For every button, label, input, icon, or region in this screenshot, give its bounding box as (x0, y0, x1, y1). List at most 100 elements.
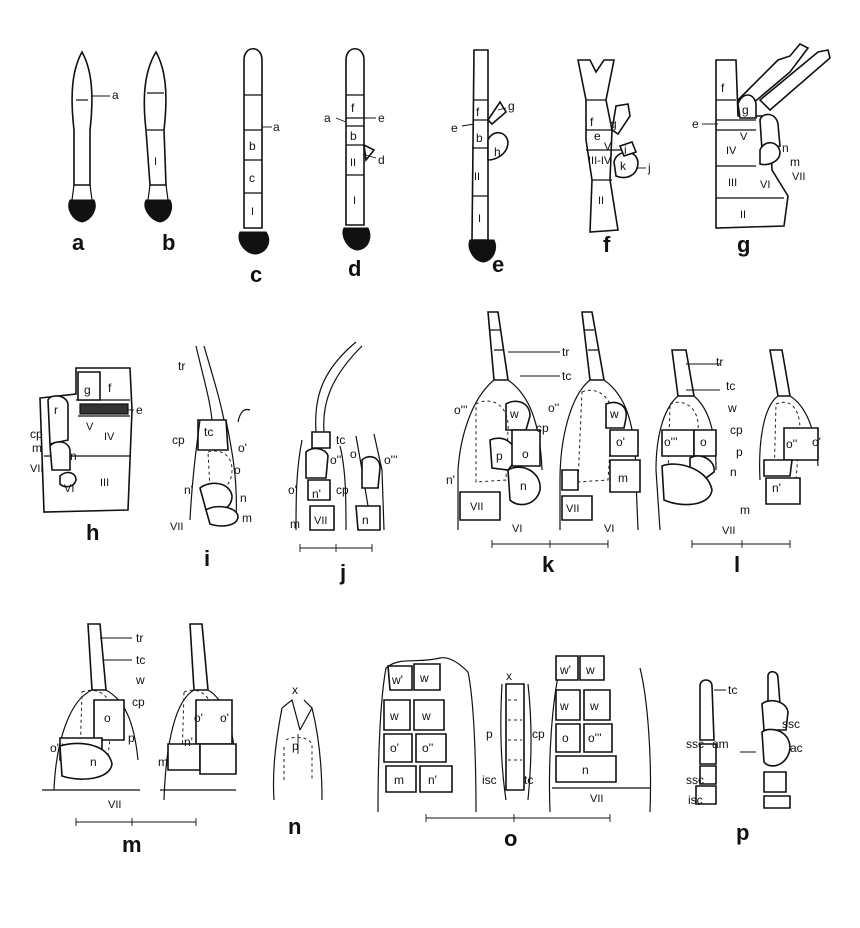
label-d-I: I (353, 195, 356, 207)
label-i-m: m (242, 511, 252, 525)
label-o-n': n' (428, 773, 437, 787)
label-k-m: m (618, 471, 628, 485)
label-h-g: g (84, 383, 91, 397)
label-o-o''': o''' (588, 731, 602, 745)
label-o-w-6: w (589, 699, 599, 713)
panel-label-n: n (288, 814, 301, 839)
panel-label-l: l (734, 552, 740, 577)
label-h-IV: IV (104, 431, 115, 443)
panel-label-k: k (542, 552, 555, 577)
label-j-m: m (290, 517, 300, 531)
panel-i: tr cp tc o' o n' n m VII i (170, 345, 252, 571)
label-g-e: e (692, 117, 699, 131)
label-m-n': n' (184, 735, 193, 749)
label-p-ac: ac (790, 741, 803, 755)
label-m-o': o' (194, 711, 203, 725)
label-o-o: o (562, 731, 569, 745)
panel-j: tc o'' o o''' o' cp n' m VII n j (288, 341, 398, 585)
label-k-cp: cp (536, 421, 549, 435)
label-l-m: m (740, 503, 750, 517)
label-p-isc: isc (688, 793, 703, 807)
label-k-p: p (496, 449, 503, 463)
label-l-o: o (700, 435, 707, 449)
label-g-VI: VI (760, 179, 770, 191)
label-o-w'-2: w' (559, 663, 571, 677)
label-f-j: j (647, 161, 651, 175)
panel-label-b: b (162, 230, 175, 255)
label-f-g: g (610, 117, 617, 131)
label-d-II: II (350, 157, 356, 169)
label-g-f: f (721, 81, 725, 95)
label-n-p: p (292, 739, 299, 753)
label-h-III: III (100, 477, 109, 489)
panel-n: x p n (272, 683, 323, 839)
label-m-tr: tr (136, 631, 143, 645)
label-k-n': n' (446, 473, 455, 487)
panel-label-o: o (504, 826, 517, 851)
label-o-p: p (486, 727, 493, 741)
label-h-VII: VII (30, 463, 43, 475)
label-o-cp: cp (532, 727, 545, 741)
label-m-m: m (158, 755, 168, 769)
label-d-a: a (324, 111, 331, 125)
label-g-m: m (790, 155, 800, 169)
label-i-VII: VII (170, 521, 183, 533)
label-m-p: p (128, 731, 135, 745)
panel-c: a b c I c (238, 47, 280, 287)
panel-o: w' w w w o' o'' m n' x p cp isc tc w' w … (377, 655, 652, 851)
panel-label-m: m (122, 832, 142, 857)
label-c-I: I (251, 206, 254, 218)
label-j-o'': o'' (330, 453, 341, 467)
label-d-f: f (351, 101, 355, 115)
label-k-VII-2: VII (566, 503, 579, 515)
label-l-n': n' (772, 481, 781, 495)
label-b-I: I (154, 156, 157, 168)
label-o-VII: VII (590, 793, 603, 805)
label-d-b: b (350, 129, 357, 143)
label-g-II: II (740, 209, 746, 221)
label-o-x: x (506, 669, 512, 683)
label-o-o': o' (390, 741, 399, 755)
label-i-o: o (234, 463, 241, 477)
label-k-tc: tc (562, 369, 571, 383)
label-o-w-2: w (389, 709, 399, 723)
label-e-h: h (494, 145, 501, 159)
label-o-w': w' (391, 673, 403, 687)
label-k-o': o' (616, 435, 625, 449)
label-c-c: c (249, 171, 255, 185)
label-h-VI: VI (64, 483, 74, 495)
label-o-w-3: w (421, 709, 431, 723)
label-g-V: V (740, 131, 748, 143)
label-e-II: II (474, 171, 480, 183)
label-f-f: f (590, 115, 594, 129)
label-k-VII: VII (470, 501, 483, 513)
label-k-n: n (520, 479, 527, 493)
panel-label-c: c (250, 262, 262, 287)
label-j-o: o (350, 447, 357, 461)
label-j-o''': o''' (384, 453, 398, 467)
label-f-i: i (624, 143, 627, 157)
label-o-m: m (394, 773, 404, 787)
panel-label-h: h (86, 520, 99, 545)
label-k-VI-2: VI (604, 523, 614, 535)
label-m-n: n (90, 755, 97, 769)
label-f-k: k (620, 159, 627, 173)
label-p-ssc-2: ssc (686, 737, 704, 751)
label-f-V: V (604, 141, 612, 153)
label-p-tc: tc (728, 683, 737, 697)
panel-a: a a (68, 50, 119, 255)
panel-label-d: d (348, 256, 361, 281)
label-g-IV: IV (726, 145, 737, 157)
label-i-n: n (240, 491, 247, 505)
label-o-o'': o'' (422, 741, 433, 755)
label-d-e: e (378, 111, 385, 125)
label-g-VII: VII (792, 171, 805, 183)
label-e-b: b (476, 131, 483, 145)
label-p-am: am (712, 737, 729, 751)
label-d-d: d (378, 153, 385, 167)
panel-g: f e g V IV n m VII III VI II g (692, 43, 831, 257)
label-l-VII: VII (722, 525, 735, 537)
label-i-tr: tr (178, 359, 185, 373)
label-c-b: b (249, 139, 256, 153)
